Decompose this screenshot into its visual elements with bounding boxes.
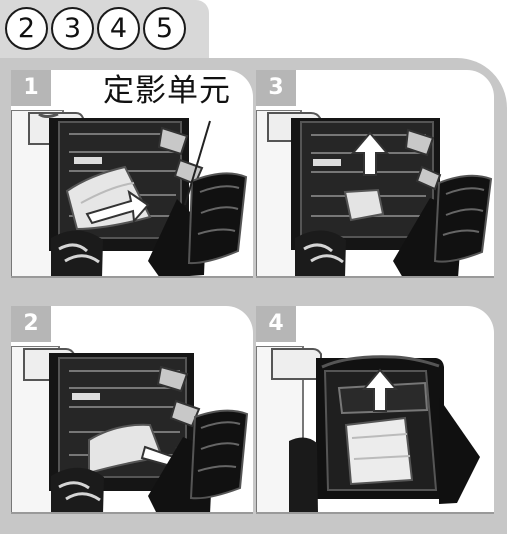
instruction-panel-4: 4 bbox=[256, 306, 494, 514]
step-tab: 2 3 4 5 bbox=[0, 0, 209, 58]
fuser-paper-removal-illustration bbox=[11, 110, 253, 278]
panel-number-2: 2 bbox=[11, 306, 51, 342]
pull-paper-out-illustration bbox=[11, 346, 253, 514]
step-number-4: 4 bbox=[97, 7, 140, 50]
fuser-unit-label: 定影单元 bbox=[103, 73, 231, 109]
instruction-panel-1: 1 定影单元 bbox=[11, 70, 253, 278]
panel-number-4: 4 bbox=[256, 306, 296, 342]
panel-number-1: 1 bbox=[11, 70, 51, 106]
step-number-5: 5 bbox=[143, 7, 186, 50]
instruction-panel-3: 3 bbox=[256, 70, 494, 278]
remove-paper-from-opening-illustration bbox=[256, 346, 494, 514]
step-number-3: 3 bbox=[51, 7, 94, 50]
step-number-2: 2 bbox=[5, 7, 48, 50]
raise-fuser-cover-illustration bbox=[256, 110, 494, 278]
instruction-panel-2: 2 bbox=[11, 306, 253, 514]
step-number-list: 2 3 4 5 bbox=[5, 7, 186, 50]
instruction-panels: 1 定影单元 bbox=[0, 58, 507, 534]
panel-number-3: 3 bbox=[256, 70, 296, 106]
